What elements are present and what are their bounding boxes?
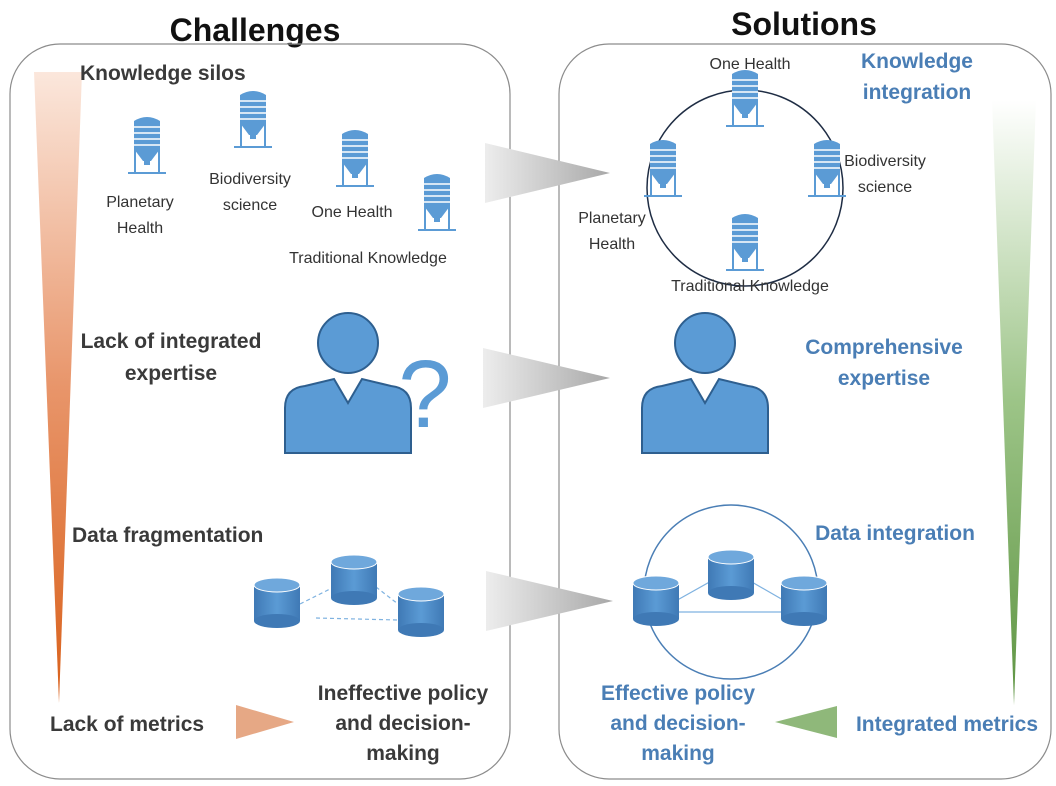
database-icon <box>330 554 378 606</box>
challenge-severity-wedge <box>34 72 82 703</box>
transition-arrow-knowledge <box>485 143 610 203</box>
solutions-heading: Solutions <box>731 6 877 42</box>
ineffective-policy-label: making <box>366 742 440 765</box>
ring-label-planetary: Planetary <box>578 210 646 227</box>
data-fragmentation-label: Data fragmentation <box>72 524 263 547</box>
integrated-metrics-label: Integrated metrics <box>856 713 1038 736</box>
metrics-to-policy-arrow <box>236 705 294 739</box>
knowledge-silos-label: Knowledge silos <box>80 62 246 85</box>
silo-label-traditional: Traditional Knowledge <box>289 250 447 267</box>
silo-label-one-health: One Health <box>312 204 393 221</box>
fragment-link <box>315 617 399 621</box>
silo-icon <box>417 173 457 231</box>
ineffective-policy-label: Ineffective policy <box>318 682 489 705</box>
lack-of-metrics-label: Lack of metrics <box>50 713 204 736</box>
solutions-panel <box>558 43 1052 780</box>
person-icon <box>284 312 412 454</box>
transition-arrow-data <box>486 571 613 631</box>
silo-label-planetary: Planetary <box>106 194 174 211</box>
comprehensive-expertise-label: Comprehensive <box>805 336 963 359</box>
data-integration-links <box>653 569 807 613</box>
lack-expertise-label: Lack of integrated <box>81 330 262 353</box>
effective-policy-label: Effective policy <box>601 682 755 705</box>
knowledge-integration-label: Knowledge <box>861 50 973 73</box>
lack-expertise-label: expertise <box>125 362 217 385</box>
comprehensive-expertise-label: expertise <box>838 367 930 390</box>
ring-label-traditional: Traditional Knowledge <box>671 278 829 295</box>
solution-progress-wedge <box>992 100 1036 705</box>
ring-label-biodiversity: science <box>858 179 912 196</box>
silo-label-planetary: Health <box>117 220 163 237</box>
database-icon <box>397 586 445 638</box>
silo-label-biodiversity: Biodiversity <box>209 171 291 188</box>
challenges-heading: Challenges <box>170 12 341 48</box>
silo-icon <box>335 129 375 187</box>
ring-label-planetary: Health <box>589 236 635 253</box>
silo-icon <box>725 69 765 127</box>
silo-icon <box>233 90 273 148</box>
database-icon <box>707 549 755 601</box>
silo-icon <box>725 213 765 271</box>
effective-policy-label: and decision- <box>610 712 745 735</box>
person-icon <box>641 312 769 454</box>
knowledge-integration-label: integration <box>863 81 972 104</box>
database-icon <box>632 575 680 627</box>
effective-policy-label: making <box>641 742 715 765</box>
ring-label-biodiversity: Biodiversity <box>844 153 926 170</box>
ring-label-one-health: One Health <box>710 56 791 73</box>
question-mark-icon: ? <box>398 341 451 448</box>
fragment-link <box>375 586 399 605</box>
challenges-panel <box>9 43 511 780</box>
transition-arrow-expertise <box>483 348 610 408</box>
ineffective-policy-label: and decision- <box>335 712 470 735</box>
silo-icon <box>127 116 167 174</box>
database-icon <box>780 575 828 627</box>
database-icon <box>253 577 301 629</box>
metrics-to-effective-arrow <box>775 706 837 738</box>
fragment-link <box>299 587 333 605</box>
data-integration-label: Data integration <box>815 522 975 545</box>
silo-label-biodiversity: science <box>223 197 277 214</box>
